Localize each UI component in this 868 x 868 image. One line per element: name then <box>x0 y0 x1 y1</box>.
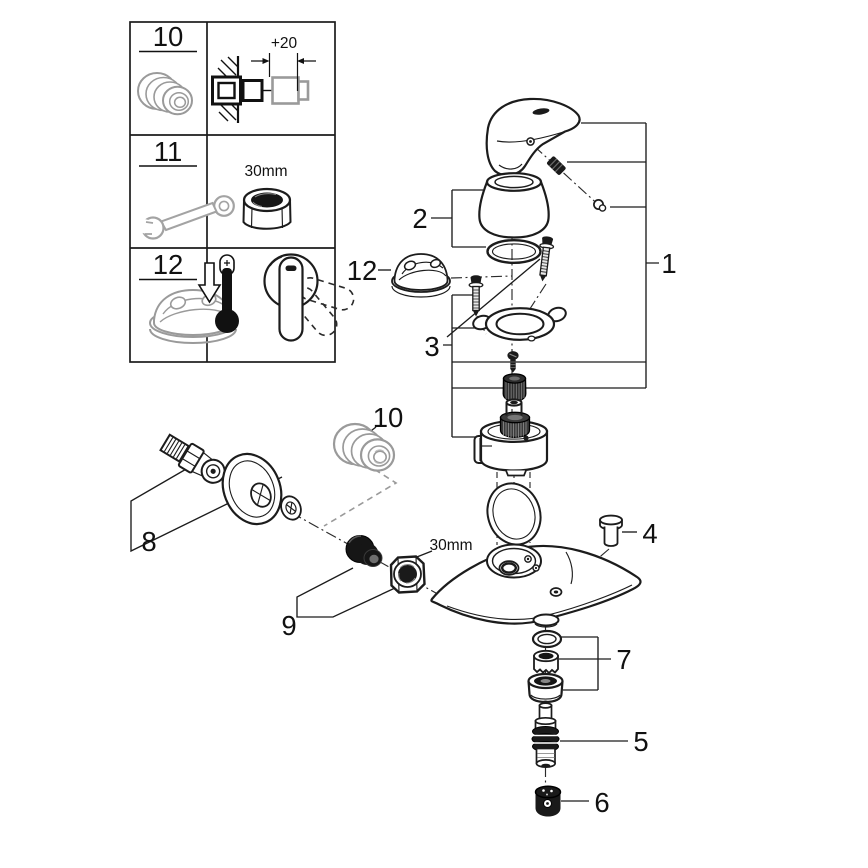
body-cover-disc <box>486 482 542 546</box>
faucet-body <box>430 543 642 628</box>
lever-swing-diagram <box>263 253 355 342</box>
callout-5: 5 <box>633 726 648 757</box>
aerator-seal-ring <box>531 629 563 649</box>
cartridge-screw <box>507 351 519 373</box>
callout-12: 12 <box>347 255 378 286</box>
extension-nipple-icon <box>137 72 193 116</box>
aerator-insert <box>533 649 559 675</box>
callout-labels: 1 2 3 4 5 6 7 8 9 10 12 30mm <box>141 203 676 818</box>
legend-table: 10 <box>129 21 355 363</box>
wall-escutcheon <box>221 452 283 526</box>
part10-install-hint-line <box>323 463 398 527</box>
o-ring <box>486 238 542 264</box>
lever-handle <box>485 97 581 177</box>
escutcheon-ring <box>472 306 567 342</box>
callout-1: 1 <box>661 248 676 279</box>
callout-10: 10 <box>373 402 404 433</box>
diverter-cap <box>534 785 562 817</box>
fixing-screw-left <box>468 275 484 317</box>
legend-number-12: 12 <box>153 249 184 280</box>
legend-size-label: 30mm <box>244 163 287 180</box>
handle-top-slot <box>532 108 550 115</box>
dome-cap <box>478 172 550 239</box>
hole-plug <box>599 514 623 547</box>
extension-nipple <box>332 422 396 472</box>
wall-extension-diagram: +20 <box>211 35 316 123</box>
thermometer-down-icon <box>197 254 239 333</box>
temperature-limiter <box>391 253 451 298</box>
aerator-boss <box>532 613 560 627</box>
dimension-20-label: +20 <box>271 35 298 52</box>
legend-number-11: 11 <box>154 136 183 167</box>
callout-leader-lines <box>130 122 659 802</box>
knurled-adapter <box>502 373 527 402</box>
dimension-20: +20 <box>251 35 316 91</box>
nut-30mm-icon: 30mm <box>242 163 292 230</box>
aerator-housing <box>527 672 564 704</box>
callout-9: 9 <box>281 610 296 641</box>
legend-row-11: 11 30mm <box>134 136 292 240</box>
legend-row-12: 12 <box>139 249 355 344</box>
diverter-valve <box>531 700 560 768</box>
union-nut-30mm <box>389 555 426 594</box>
callout-7: 7 <box>616 644 631 675</box>
callout-3: 3 <box>424 331 439 362</box>
legend-row-10: 10 <box>137 21 316 123</box>
callout-6: 6 <box>594 787 609 818</box>
fixing-screw-right <box>539 236 555 282</box>
callout-4: 4 <box>642 518 657 549</box>
seal-washer <box>280 495 302 521</box>
callout-2: 2 <box>412 203 427 234</box>
down-arrow-icon <box>197 262 222 304</box>
s-union <box>159 433 226 484</box>
legend-number-10: 10 <box>153 21 184 52</box>
handle-grub-screw <box>547 156 566 175</box>
filter-insert <box>345 535 383 567</box>
cartridge <box>473 398 549 477</box>
callout-8: 8 <box>141 526 156 557</box>
nut-size-label: 30mm <box>429 537 472 554</box>
handle-plug <box>593 199 607 212</box>
wrench-icon <box>134 195 235 240</box>
